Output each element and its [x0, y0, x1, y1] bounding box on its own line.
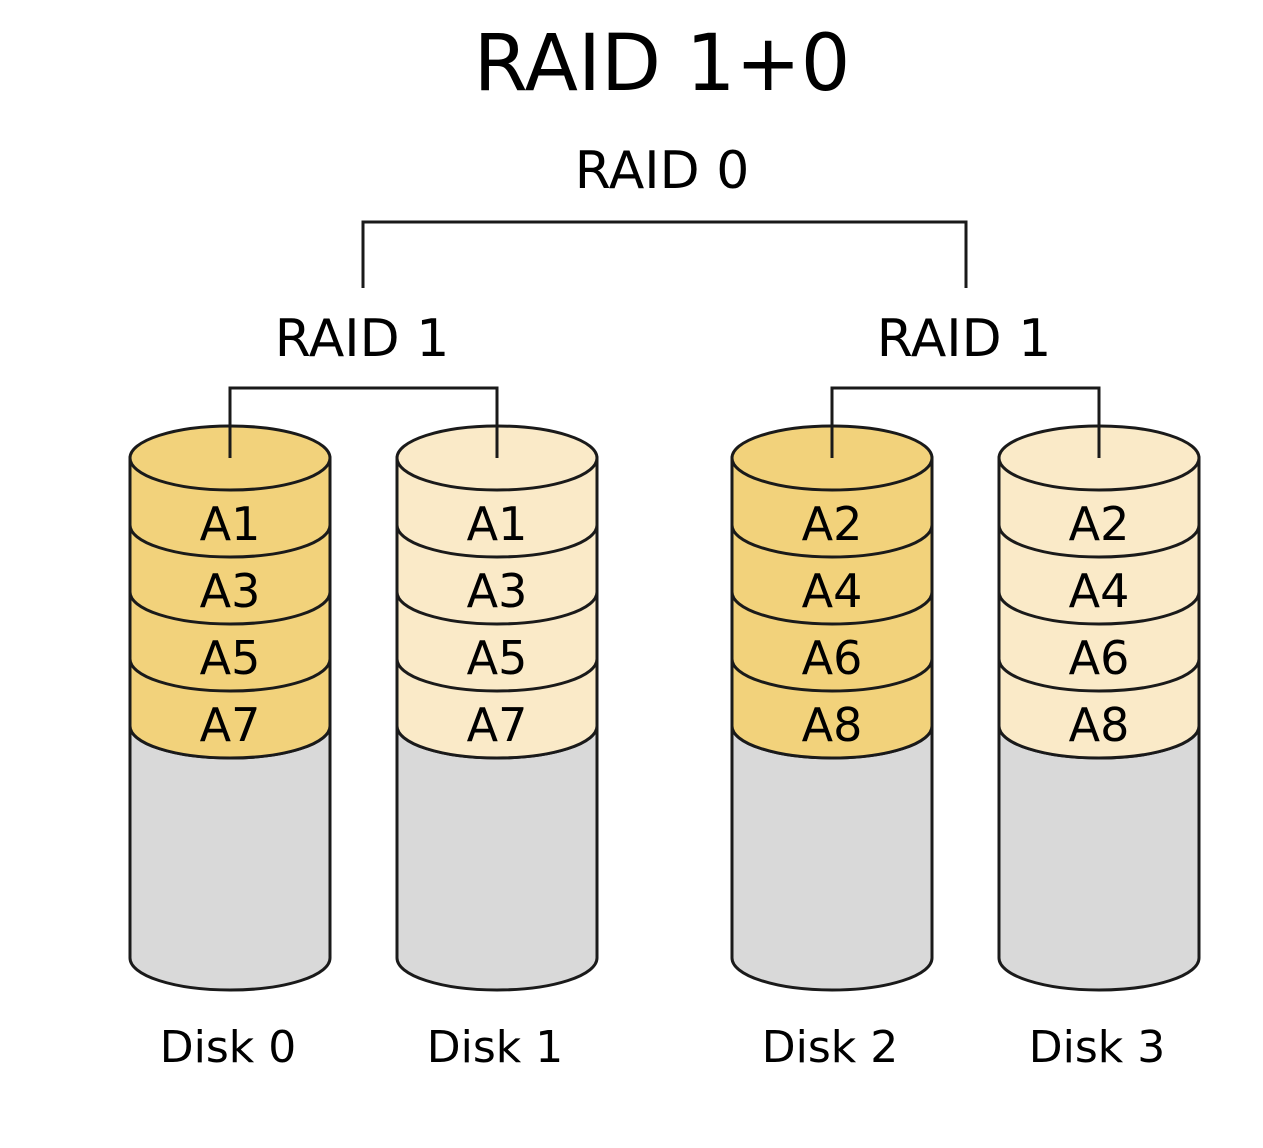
raid1-group-label: RAID 1 [275, 309, 450, 369]
disk-label: Disk 3 [1029, 1022, 1166, 1073]
raid0-bracket [361, 220, 968, 288]
raid1-bracket [830, 386, 1101, 458]
block-label: A5 [200, 631, 261, 685]
block-label: A5 [467, 631, 528, 685]
block-label: A4 [1069, 564, 1130, 618]
disk-free-space [997, 725, 1201, 992]
block-label: A8 [802, 698, 863, 752]
block-label: A3 [467, 564, 528, 618]
block-label: A8 [1069, 698, 1130, 752]
disk-label: Disk 0 [160, 1022, 297, 1073]
disk-label: Disk 1 [427, 1022, 564, 1073]
block-label: A6 [802, 631, 863, 685]
block-label: A7 [467, 698, 528, 752]
disk-label: Disk 2 [762, 1022, 899, 1073]
block-label: A1 [467, 497, 528, 551]
block-label: A3 [200, 564, 261, 618]
raid0-label: RAID 0 [575, 141, 750, 201]
disk-free-space [395, 725, 599, 992]
block-label: A7 [200, 698, 261, 752]
disk-free-space [730, 725, 934, 992]
diagram-title: RAID 1+0 [474, 19, 851, 109]
block-label: A6 [1069, 631, 1130, 685]
raid1-bracket [228, 386, 499, 458]
disk-free-space [128, 725, 332, 992]
block-label: A1 [200, 497, 261, 551]
raid1-group-label: RAID 1 [877, 309, 1052, 369]
block-label: A4 [802, 564, 863, 618]
block-label: A2 [802, 497, 863, 551]
block-label: A2 [1069, 497, 1130, 551]
